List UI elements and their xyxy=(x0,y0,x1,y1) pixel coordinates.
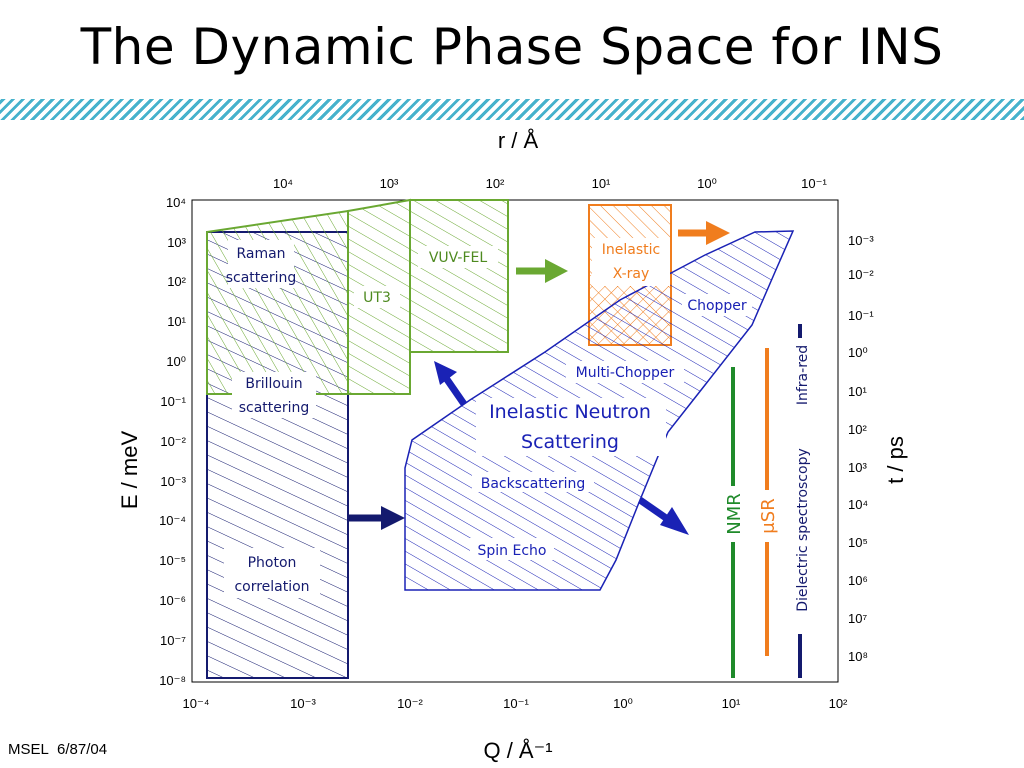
xray-label-bg xyxy=(592,238,670,286)
left-tick: 10⁻² xyxy=(160,434,186,449)
inelastic-xray-label-2: X-ray xyxy=(613,266,650,282)
left-tick: 10² xyxy=(167,274,186,289)
arrow-green xyxy=(516,259,568,283)
dielectric-label: Dielectric spectroscopy xyxy=(795,448,811,612)
spin-echo-label: Spin Echo xyxy=(478,543,547,559)
right-tick: 10⁸ xyxy=(848,649,868,664)
brillouin-label-1: Brillouin xyxy=(245,376,302,392)
footer-left: MSEL xyxy=(8,741,49,758)
right-tick: 10² xyxy=(848,422,867,437)
multi-chopper-label: Multi-Chopper xyxy=(576,365,675,381)
arrow-navy xyxy=(348,506,405,530)
right-tick: 10⁻² xyxy=(848,267,874,282)
arrow-blue-down xyxy=(638,497,689,535)
nmr-label-bg xyxy=(724,486,742,542)
right-tick: 10³ xyxy=(848,460,867,475)
left-tick: 10¹ xyxy=(167,314,186,329)
right-tick: 10⁵ xyxy=(848,535,868,550)
right-tick-labels: 10⁻³ 10⁻² 10⁻¹ 10⁰ 10¹ 10² 10³ 10⁴ 10⁵ 1… xyxy=(848,233,874,664)
top-tick: 10⁻¹ xyxy=(801,176,827,191)
title-divider-stripe xyxy=(0,99,1024,120)
right-tick: 10⁴ xyxy=(848,497,868,512)
ut3-label-bg xyxy=(354,286,400,308)
left-tick: 10⁻⁶ xyxy=(159,593,186,608)
left-tick: 10⁴ xyxy=(166,195,186,210)
bottom-tick: 10⁻⁴ xyxy=(183,696,210,711)
top-tick: 10² xyxy=(486,176,505,191)
left-tick: 10⁻⁸ xyxy=(159,673,186,688)
bottom-tick: 10⁻³ xyxy=(290,696,316,711)
backscattering-label-bg xyxy=(472,472,594,492)
right-axis-label: t / ps xyxy=(883,436,908,484)
left-tick: 10⁰ xyxy=(166,354,186,369)
bottom-tick: 10⁻² xyxy=(397,696,423,711)
bottom-tick: 10⁰ xyxy=(613,696,633,711)
top-tick: 10³ xyxy=(380,176,399,191)
ins-label-1: Inelastic Neutron xyxy=(489,401,651,423)
raman-label-2: scattering xyxy=(226,270,297,286)
arrow-blue-up xyxy=(434,361,467,406)
raman-label-1: Raman xyxy=(236,246,285,262)
bottom-tick-labels: 10⁻⁴ 10⁻³ 10⁻² 10⁻¹ 10⁰ 10¹ 10² xyxy=(183,696,849,711)
left-tick: 10⁻¹ xyxy=(160,394,186,409)
musr-label-bg xyxy=(758,490,776,542)
chopper-label: Chopper xyxy=(687,298,747,314)
ut3-label: UT3 xyxy=(363,290,391,306)
multichopper-label-bg xyxy=(566,361,684,383)
nmr-label: NMR xyxy=(724,493,745,535)
top-tick: 10⁰ xyxy=(697,176,717,191)
inelastic-xray-label-1: Inelastic xyxy=(602,242,660,258)
right-tick: 10⁻¹ xyxy=(848,308,874,323)
bottom-axis-label: Q / Å⁻¹ xyxy=(483,738,552,763)
top-tick: 10¹ xyxy=(592,176,611,191)
chopper-label-bg xyxy=(682,294,752,316)
left-axis-label: E / meV xyxy=(117,431,142,510)
bottom-tick: 10¹ xyxy=(722,696,741,711)
brillouin-label-bg xyxy=(232,372,316,418)
bottom-tick: 10⁻¹ xyxy=(503,696,529,711)
top-tick: 10⁴ xyxy=(273,176,293,191)
infrared-label: Infra-red xyxy=(795,345,811,405)
ins-label-bg xyxy=(476,398,666,456)
light-scattering-region xyxy=(206,209,349,395)
photon-label-2: correlation xyxy=(234,579,309,595)
top-axis-label: r / Å xyxy=(498,128,539,153)
spinecho-label-bg xyxy=(470,538,554,560)
right-tick: 10⁰ xyxy=(848,345,868,360)
vuv-fel-region xyxy=(409,199,509,353)
dielectric-label-bg xyxy=(792,338,810,634)
right-tick: 10⁻³ xyxy=(848,233,874,248)
photon-label-bg xyxy=(224,548,320,598)
arrow-orange xyxy=(678,221,730,245)
left-tick: 10⁻⁴ xyxy=(159,513,186,528)
left-tick: 10⁻³ xyxy=(160,474,186,489)
photon-label-1: Photon xyxy=(248,555,297,571)
plot-frame xyxy=(191,199,839,683)
bottom-tick: 10² xyxy=(829,696,848,711)
left-tick-labels: 10⁴ 10³ 10² 10¹ 10⁰ 10⁻¹ 10⁻² 10⁻³ 10⁻⁴ … xyxy=(159,195,187,688)
footer: MSEL 6/87/04 xyxy=(8,741,111,758)
right-tick: 10⁶ xyxy=(848,573,868,588)
vuv-fel-label: VUV-FEL xyxy=(429,250,488,266)
slide-title: The Dynamic Phase Space for INS xyxy=(80,18,944,76)
footer-date: 6/87/04 xyxy=(57,741,108,758)
brillouin-label-2: scattering xyxy=(239,400,310,416)
ins-label-2: Scattering xyxy=(521,431,619,453)
right-tick: 10¹ xyxy=(848,384,867,399)
raman-label-bg xyxy=(228,240,294,288)
left-tick: 10⁻⁵ xyxy=(159,553,186,568)
backscattering-label: Backscattering xyxy=(481,476,586,492)
vuvfel-label-bg xyxy=(418,246,498,268)
musr-label: μSR xyxy=(758,498,779,533)
right-tick: 10⁷ xyxy=(848,611,867,626)
left-tick: 10³ xyxy=(167,235,186,250)
top-tick-labels: 10⁴ 10³ 10² 10¹ 10⁰ 10⁻¹ xyxy=(273,176,828,191)
left-tick: 10⁻⁷ xyxy=(160,633,186,648)
